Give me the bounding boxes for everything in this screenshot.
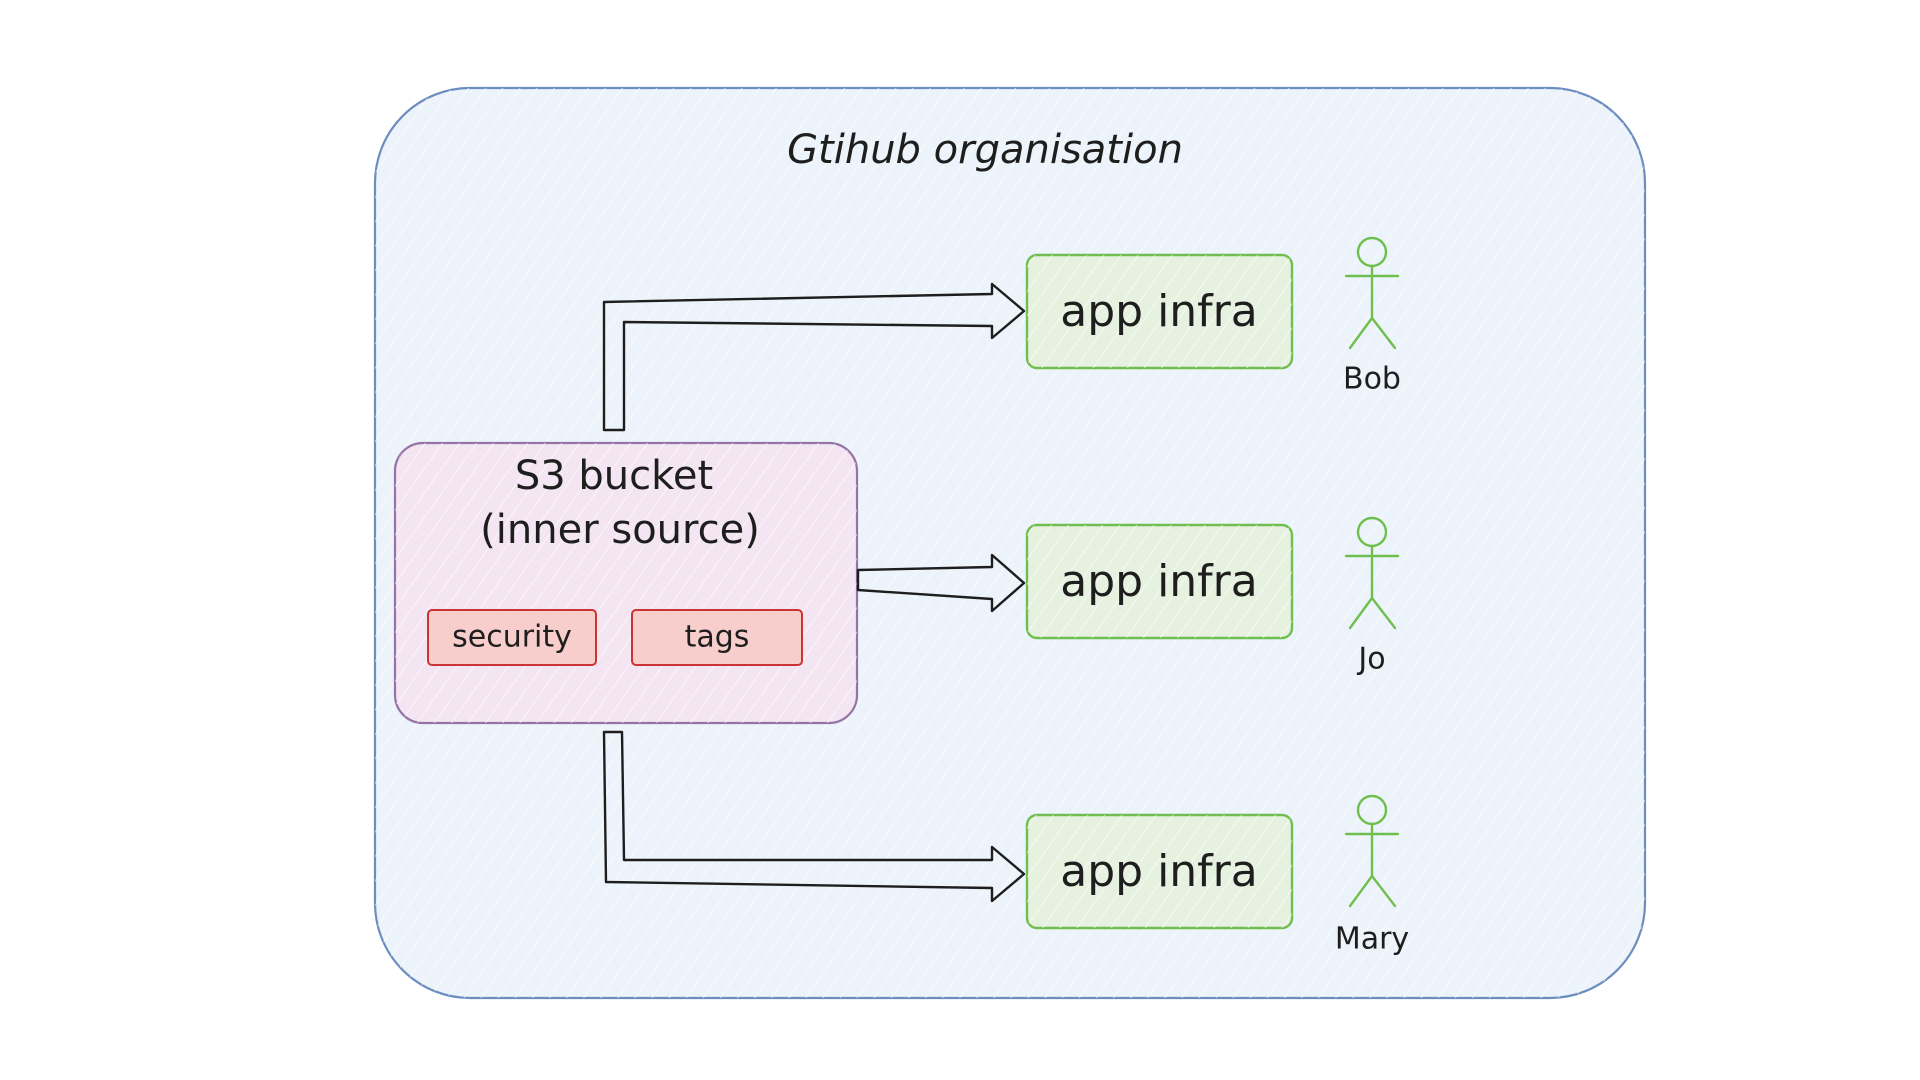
target-node-2[interactable]: app infra	[1025, 523, 1294, 640]
source-title-line1: S3 bucket	[515, 453, 713, 499]
person-name-2: Jo	[1356, 642, 1385, 677]
target-label-2: app infra	[1060, 556, 1257, 607]
target-hatch-1	[1027, 255, 1292, 368]
arrow-to-target-1	[602, 282, 1026, 432]
target-hatch-3	[1027, 815, 1292, 928]
target-node-3[interactable]: app infra	[1025, 813, 1294, 930]
arrow-to-target-2	[856, 553, 1026, 613]
org-hatch	[375, 88, 1645, 998]
person-name-3: Mary	[1335, 922, 1409, 957]
target-label-1: app infra	[1060, 286, 1257, 337]
source-title-line2: (inner source)	[480, 507, 760, 553]
security-chip-label: security	[452, 620, 572, 655]
tags-chip-label: tags	[685, 620, 750, 655]
person-icon-1	[1344, 236, 1400, 350]
tags-chip[interactable]	[631, 609, 803, 666]
arrows	[602, 282, 1026, 903]
org-container: Gtihub organisation	[373, 86, 1647, 1000]
person-name-1: Bob	[1343, 362, 1401, 397]
arrow-to-target-3	[602, 730, 1026, 903]
person-icon-2	[1344, 516, 1400, 630]
person-icon-3	[1344, 794, 1400, 908]
source-node[interactable]: S3 bucket (inner source) security tags	[393, 441, 859, 725]
target-node-1[interactable]: app infra	[1025, 253, 1294, 370]
org-title: Gtihub organisation	[787, 127, 1183, 173]
security-chip[interactable]	[427, 609, 597, 666]
target-label-3: app infra	[1060, 846, 1257, 897]
target-hatch-2	[1027, 525, 1292, 638]
